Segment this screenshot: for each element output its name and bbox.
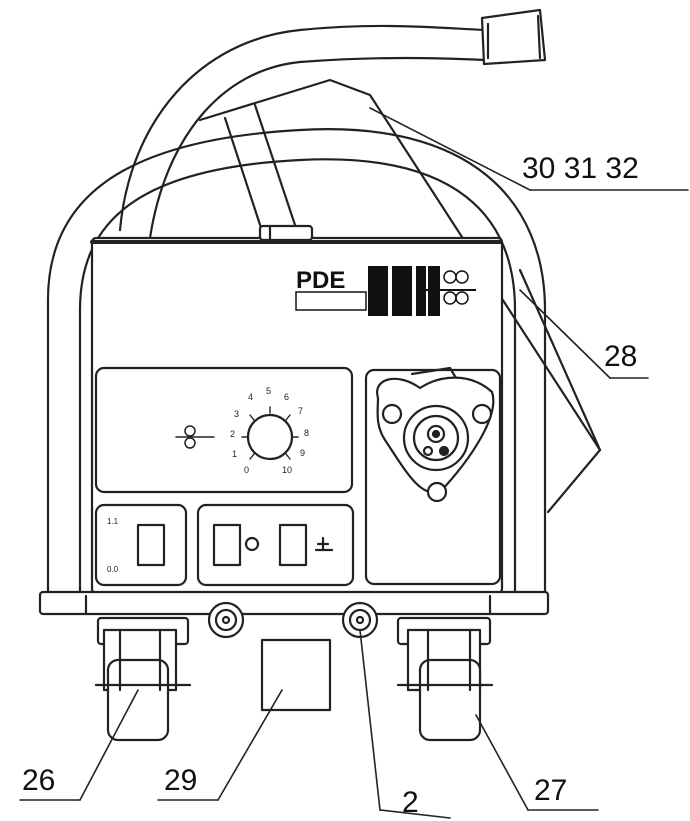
dial-number: 6	[284, 392, 289, 402]
dial-number: 4	[248, 392, 253, 402]
torch-connector-panel	[364, 366, 502, 586]
output-socket-right[interactable]	[341, 601, 379, 639]
dial-number: 2	[230, 429, 235, 439]
dial-number: 1	[232, 449, 237, 459]
dial-number: 5	[266, 386, 271, 396]
voltage-switch-2[interactable]	[278, 523, 308, 567]
logo-model-text: MIG	[372, 299, 374, 301]
center-foot	[260, 638, 332, 712]
voltage-switch-panel	[196, 503, 355, 587]
rear-handle-tube	[118, 8, 547, 240]
mode-switch[interactable]	[136, 523, 166, 567]
dial-scale: 0 1 2 3 4 5 6 7 8 9 10	[230, 386, 309, 475]
logo-brand-text: PDE	[296, 267, 345, 294]
mode-label-bottom: 0.0	[107, 565, 119, 574]
voltage-switch-1[interactable]	[212, 523, 242, 567]
dial-number: 10	[282, 465, 292, 475]
dial-number: 9	[300, 448, 305, 458]
dial-number: 3	[234, 409, 239, 419]
wire-speed-knob[interactable]	[246, 413, 294, 461]
dial-number: 7	[298, 406, 303, 416]
callout-label-28: 28	[604, 340, 637, 373]
callout-label-27: 27	[534, 774, 567, 807]
callout-label-2: 2	[402, 786, 419, 819]
castor-wheel-left	[94, 616, 192, 742]
mode-switch-panel	[94, 503, 188, 587]
control-panel-dial-area	[94, 366, 354, 494]
brand-logo: PDE MIG	[295, 266, 476, 316]
dial-number: 8	[304, 428, 309, 438]
castor-wheel-right	[396, 616, 494, 742]
rear-spool-housing	[198, 78, 602, 514]
output-socket-left[interactable]	[207, 601, 245, 639]
callout-label-30-31-32: 30 31 32	[522, 152, 639, 185]
mode-label-top: 1.1	[107, 517, 119, 526]
power-icon	[244, 536, 260, 552]
callout-label-26: 26	[22, 764, 55, 797]
dial-number: 0	[244, 465, 249, 475]
base-rail	[38, 590, 550, 616]
leader-lines	[19, 107, 689, 819]
callout-label-29: 29	[164, 764, 197, 797]
earth-icon	[314, 536, 334, 552]
wire-feed-icon	[175, 425, 215, 449]
